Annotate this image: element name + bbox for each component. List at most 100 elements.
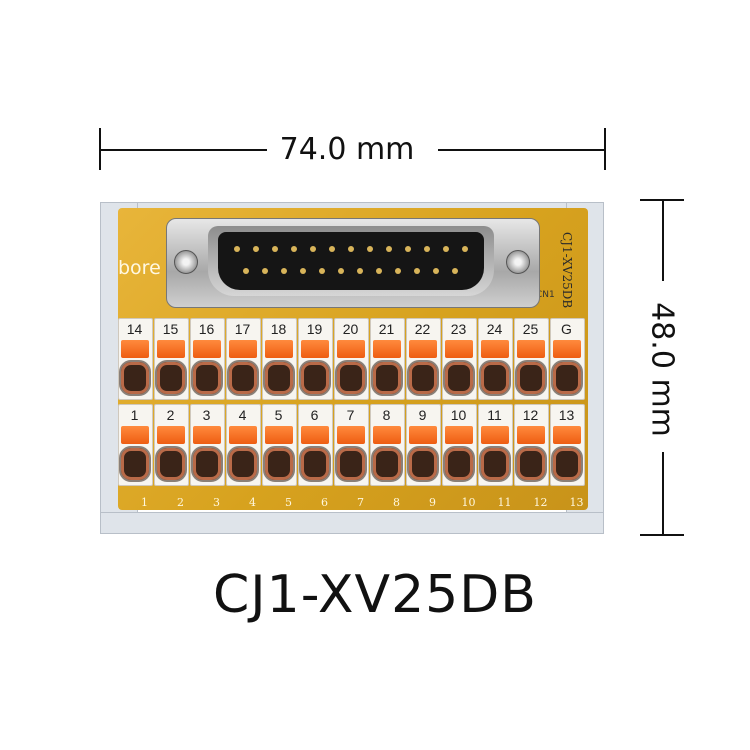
wire-entry-hole[interactable] — [263, 360, 295, 396]
dsub-pin — [348, 246, 354, 252]
terminal-number: 21 — [378, 321, 395, 337]
terminal-number: 18 — [270, 321, 287, 337]
terminal-lever[interactable] — [481, 426, 509, 444]
terminal-number: 20 — [342, 321, 359, 337]
wire-entry-hole[interactable] — [551, 360, 583, 396]
wire-entry-hole[interactable] — [335, 360, 367, 396]
dsub-pin — [338, 268, 344, 274]
terminal-lever[interactable] — [121, 340, 149, 358]
wire-entry-hole[interactable] — [119, 446, 151, 482]
height-dim-bottom-tick — [640, 534, 684, 536]
terminal-number: G — [561, 321, 572, 337]
terminal-lever[interactable] — [517, 340, 545, 358]
product-title: CJ1-XV25DB — [213, 565, 537, 625]
terminal-number: 14 — [126, 321, 143, 337]
pcb-silk-number: 5 — [285, 496, 292, 509]
terminal-number: 3 — [202, 407, 211, 423]
terminal-number: 23 — [450, 321, 467, 337]
dsub-pin — [310, 246, 316, 252]
wire-entry-hole[interactable] — [299, 446, 331, 482]
terminal-number: 15 — [162, 321, 179, 337]
pcb-silk-number: 7 — [357, 496, 364, 509]
terminal-lever[interactable] — [301, 340, 329, 358]
silkscreen-model: CJ1-XV25DB — [560, 232, 574, 309]
terminal-lever[interactable] — [301, 426, 329, 444]
terminal-lever[interactable] — [445, 340, 473, 358]
terminal-lever[interactable] — [409, 340, 437, 358]
pcb-silk-number: 2 — [177, 496, 184, 509]
wire-entry-hole[interactable] — [191, 446, 223, 482]
terminal-number: 22 — [414, 321, 431, 337]
terminal-lever[interactable] — [121, 426, 149, 444]
terminal-lever[interactable] — [229, 340, 257, 358]
dsub-pin — [291, 246, 297, 252]
wire-entry-hole[interactable] — [299, 360, 331, 396]
terminal-number: 9 — [418, 407, 427, 423]
wire-entry-hole[interactable] — [371, 360, 403, 396]
terminal-number: 4 — [238, 407, 247, 423]
terminal-lever[interactable] — [265, 426, 293, 444]
wire-entry-hole[interactable] — [479, 446, 511, 482]
dsub-pin — [367, 246, 373, 252]
terminal-lever[interactable] — [373, 426, 401, 444]
terminal-lever[interactable] — [409, 426, 437, 444]
pcb-silk-number: 1 — [141, 496, 148, 509]
terminal-lever[interactable] — [553, 340, 581, 358]
dsub-pin — [433, 268, 439, 274]
terminal-lever[interactable] — [337, 340, 365, 358]
terminal-lever[interactable] — [193, 426, 221, 444]
terminal-lever[interactable] — [229, 426, 257, 444]
wire-entry-hole[interactable] — [191, 360, 223, 396]
dsub-pin — [424, 246, 430, 252]
wire-entry-hole[interactable] — [515, 446, 547, 482]
terminal-number: 6 — [310, 407, 319, 423]
wire-entry-hole[interactable] — [407, 446, 439, 482]
dsub-insert — [218, 232, 484, 290]
pcb-silk-number: 8 — [393, 496, 400, 509]
terminal-lever[interactable] — [193, 340, 221, 358]
height-dim-line-bottom — [662, 452, 664, 534]
terminal-lever[interactable] — [157, 340, 185, 358]
wire-entry-hole[interactable] — [227, 360, 259, 396]
dsub-pin — [234, 246, 240, 252]
terminal-number: 5 — [274, 407, 283, 423]
wire-entry-hole[interactable] — [227, 446, 259, 482]
terminal-number: 24 — [486, 321, 503, 337]
pcb-silk-number: 10 — [461, 496, 476, 509]
terminal-number: 13 — [558, 407, 575, 423]
terminal-number: 8 — [382, 407, 391, 423]
height-dimension-label: 48.0 mm — [644, 302, 680, 437]
dsub-pin — [405, 246, 411, 252]
terminal-lever[interactable] — [157, 426, 185, 444]
wire-entry-hole[interactable] — [551, 446, 583, 482]
wire-entry-hole[interactable] — [263, 446, 295, 482]
terminal-lever[interactable] — [481, 340, 509, 358]
terminal-lever[interactable] — [373, 340, 401, 358]
wire-entry-hole[interactable] — [371, 446, 403, 482]
terminal-lever[interactable] — [553, 426, 581, 444]
width-dim-line-right — [438, 149, 604, 151]
dsub-pin — [357, 268, 363, 274]
terminal-lever[interactable] — [445, 426, 473, 444]
wire-entry-hole[interactable] — [335, 446, 367, 482]
width-dim-line-left — [99, 149, 267, 151]
terminal-number: 12 — [522, 407, 539, 423]
pcb-silk-number: 13 — [569, 496, 584, 509]
wire-entry-hole[interactable] — [479, 360, 511, 396]
wire-entry-hole[interactable] — [515, 360, 547, 396]
wire-entry-hole[interactable] — [443, 360, 475, 396]
wire-entry-hole[interactable] — [155, 360, 187, 396]
terminal-lever[interactable] — [517, 426, 545, 444]
dsub-pin — [329, 246, 335, 252]
dsub-pin — [452, 268, 458, 274]
terminal-lever[interactable] — [265, 340, 293, 358]
wire-entry-hole[interactable] — [443, 446, 475, 482]
wire-entry-hole[interactable] — [119, 360, 151, 396]
dsub-pin — [462, 246, 468, 252]
brand-logo: bore — [118, 257, 161, 279]
dsub-pin — [319, 268, 325, 274]
wire-entry-hole[interactable] — [155, 446, 187, 482]
dsub-pin — [395, 268, 401, 274]
terminal-lever[interactable] — [337, 426, 365, 444]
wire-entry-hole[interactable] — [407, 360, 439, 396]
